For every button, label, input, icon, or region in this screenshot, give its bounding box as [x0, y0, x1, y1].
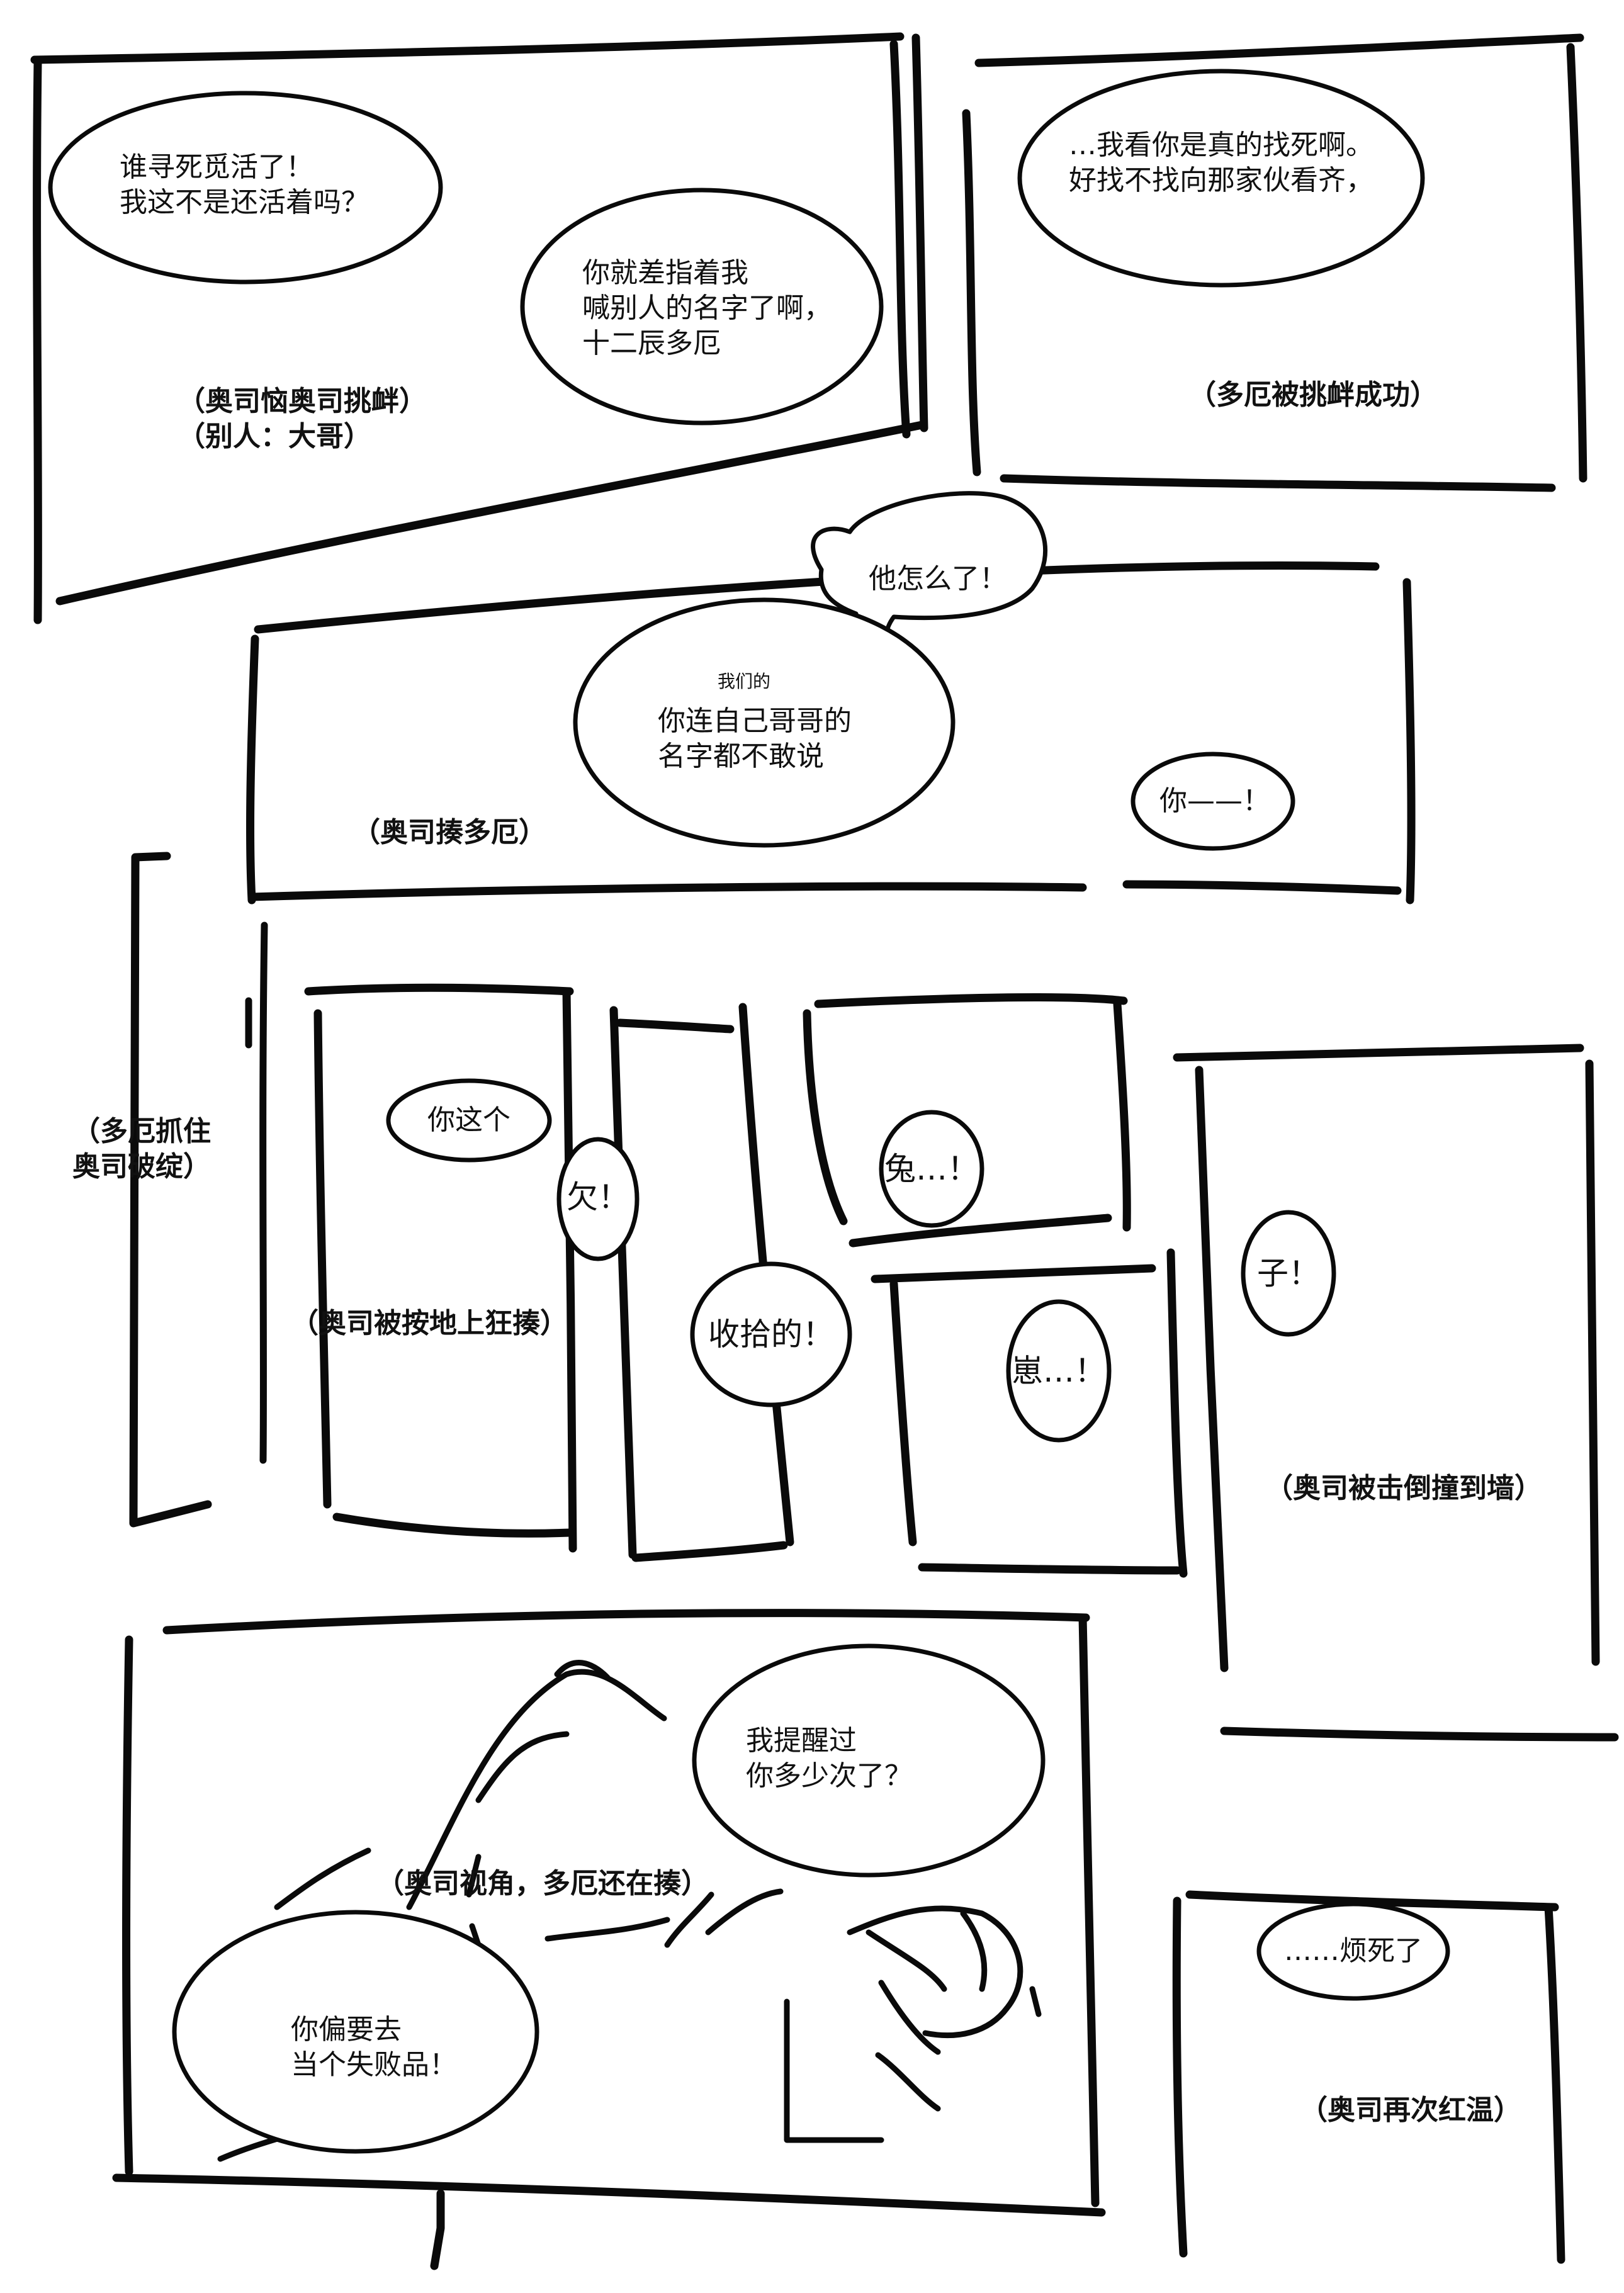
panel-6-border	[803, 993, 1131, 1248]
bubble-text-7: 崽…！	[1012, 1353, 1106, 1389]
bubble-text-3a: 他怎么了！	[869, 563, 1007, 595]
panel-9-note: （奥司视角，多厄还在揍）	[376, 1868, 709, 1900]
bubble-text-5: 收拾的！	[708, 1316, 834, 1353]
panel-9-border	[112, 1609, 1106, 2270]
bubble-text-10: ……烦死了	[1284, 1935, 1423, 1967]
bubble-text-9b: 你偏要去 当个失败品！	[291, 2014, 457, 2081]
bubble-text-4a: 你这个	[427, 1104, 510, 1136]
panel-3-note: （奥司揍多厄）	[352, 816, 546, 848]
panel-2-note: （多厄被挑衅成功）	[1188, 379, 1438, 411]
bubble-text-1a: 谁寻死觅活了！ 我这不是还活着吗？	[120, 151, 369, 218]
bubble-text-3b: 你连自己哥哥的 名字都不敢说	[658, 705, 852, 772]
bubble-text-6: 兔…！	[884, 1151, 979, 1187]
bubble-text-3b-small: 我们的	[718, 671, 771, 692]
panel-1-border	[30, 32, 928, 624]
bubble-text-4b: 欠！	[567, 1179, 629, 1215]
bubble-text-8: 子！	[1257, 1255, 1320, 1292]
panel-4-note: （奥司被按地上狂揍）	[291, 1307, 568, 1339]
panel-8-note: （奥司被击倒撞到墙）	[1265, 1472, 1542, 1504]
panel-grid-border	[245, 921, 268, 1464]
panel-3-border	[246, 561, 1416, 904]
side-note: （多厄抓住 奥司破绽）	[72, 1115, 211, 1183]
bubble-text-9a: 我提醒过 你多少次了？	[746, 1725, 912, 1792]
panel-1-note: （奥司恼奥司挑衅） （别人：大哥）	[178, 385, 427, 453]
panel-8-border	[1173, 1044, 1600, 1672]
panel-4-border	[304, 983, 577, 1553]
panel-2-border	[962, 33, 1587, 492]
panel-9-sketch	[217, 1660, 1042, 2162]
speech-bubbles	[48, 69, 1450, 2154]
bubble-text-2: …我看你是真的找死啊。 好找不找向那家伙看齐，	[1069, 129, 1373, 196]
panel-7-border	[871, 1248, 1188, 1578]
panel-10-note: （奥司再次红温）	[1300, 2094, 1521, 2126]
panel-10-border	[1172, 1727, 1619, 2264]
side-bracket	[129, 852, 212, 1528]
bubble-text-1b: 你就差指着我 喊别人的名字了啊， 十二辰多厄	[582, 257, 832, 359]
bubble-text-3c: 你——！	[1159, 785, 1270, 817]
